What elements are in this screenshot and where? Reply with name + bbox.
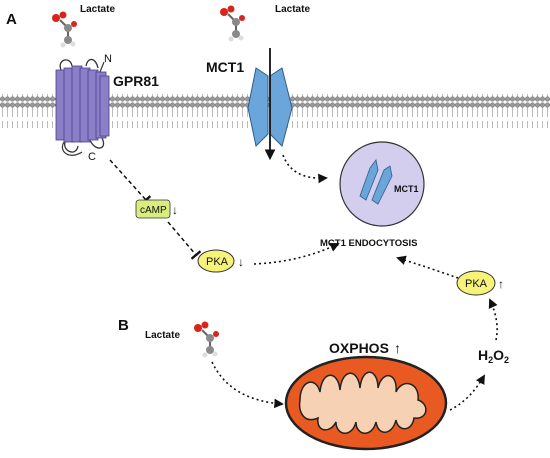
endocytic-vesicle: [339, 141, 425, 227]
oxphos-label: OXPHOS: [329, 340, 389, 356]
pka-high-oval: [456, 270, 496, 296]
pka-high-arrow: ↑: [498, 277, 504, 291]
h2o2-label: H2O2: [478, 347, 509, 365]
gpr81-n-terminus: N: [104, 53, 112, 65]
pka-low-arrow: ↓: [238, 255, 244, 269]
h2o2-sub2: 2: [504, 355, 509, 365]
lactate-molecule-icon: [220, 5, 245, 42]
h2o2-o: O: [493, 347, 504, 363]
panel-label-a: A: [6, 11, 17, 28]
arrow-pka-high-to-vesicle: [396, 255, 459, 279]
oxphos-up-arrow: ↑: [394, 340, 401, 356]
pka-low-oval: [197, 249, 235, 273]
mct1-transporter: [247, 48, 293, 161]
arrow-mitochondria-to-h2o2: [449, 374, 485, 411]
pka-high-label: PKA: [465, 278, 488, 290]
endocytosis-caption: MCT1 ENDOCYTOSIS: [320, 238, 417, 249]
panel-label-b: B: [118, 317, 129, 334]
inhibit-gpr81-to-camp: [109, 159, 152, 205]
arrow-lactate-to-mitochondria: [211, 361, 284, 409]
arrow-mct1-to-vesicle: [282, 154, 328, 184]
h2o2-sub1: 2: [488, 355, 493, 365]
camp-down-arrow: ↓: [172, 203, 178, 217]
arrow-h2o2-to-pka-high: [488, 298, 498, 341]
lactate-molecule-icon: [52, 11, 77, 48]
camp-label: cAMP: [140, 205, 167, 216]
camp-box: [135, 199, 171, 219]
gpr81-label: GPR81: [113, 73, 159, 89]
svg-text:H2O2: H2O2: [478, 347, 509, 365]
mct1-label: MCT1: [206, 59, 244, 75]
lactate-label-1: Lactate: [80, 4, 115, 15]
gpr81-receptor: [55, 58, 110, 156]
gpr81-c-terminus: C: [88, 151, 96, 163]
h2o2-h: H: [478, 347, 488, 363]
lactate-label-2: Lactate: [275, 4, 310, 15]
pka-low-label: PKA: [206, 256, 229, 268]
lactate-label-3: Lactate: [145, 330, 180, 341]
inhibit-camp-to-pka: [167, 221, 202, 260]
lactate-molecule-icon: [194, 321, 219, 358]
mitochondrion: [284, 355, 448, 451]
vesicle-protein-label: MCT1: [394, 184, 419, 194]
